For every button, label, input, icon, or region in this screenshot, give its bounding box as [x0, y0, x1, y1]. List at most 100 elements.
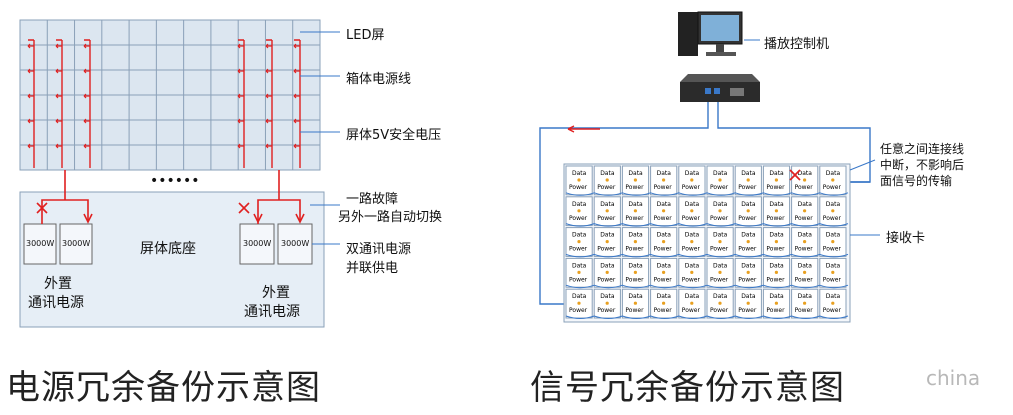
card-data-label: Data [572, 170, 587, 177]
caption-signal-redundancy: 信号冗余备份示意图 [530, 368, 845, 408]
card-data-label: Data [741, 232, 756, 239]
power-branch [293, 118, 300, 124]
card-power-label: Power [625, 215, 644, 222]
psu-arrow-left [83, 213, 93, 224]
card-led-dot [633, 301, 638, 305]
card-data-label: Data [798, 201, 813, 208]
chain-wire [565, 253, 849, 258]
power-branch [237, 68, 244, 74]
card-data-label: Data [769, 201, 784, 208]
card-data-label: Data [769, 170, 784, 177]
card-power-label: Power [795, 276, 814, 283]
card-data-label: Data [713, 262, 728, 269]
card-led-dot [633, 209, 638, 213]
card-power-label: Power [738, 184, 757, 191]
card-power-label: Power [823, 246, 842, 253]
card-data-label: Data [657, 170, 672, 177]
receiver-chain-wires [565, 192, 849, 319]
psu-box-2 [59, 223, 93, 265]
led-cabinet-grid [20, 20, 320, 170]
label-fault-1: 一路故障 [346, 192, 399, 207]
card-data-label: Data [685, 293, 700, 300]
card-power-label: Power [766, 246, 785, 253]
card-power-label: Power [569, 215, 588, 222]
card-power-label: Power [795, 246, 814, 253]
card-led-dot [662, 178, 666, 182]
chain-wire [565, 284, 849, 289]
power-branch [83, 43, 90, 49]
psu-feed-wires [41, 170, 301, 224]
card-power-label: Power [823, 307, 842, 314]
card-power-label: Power [597, 276, 616, 283]
card-led-dot [662, 209, 666, 213]
label-ext-psu-right-1: 外置 [262, 285, 290, 301]
card-power-label: Power [795, 307, 814, 314]
power-branch [265, 68, 272, 74]
break-leader [849, 159, 876, 171]
card-led-dot [718, 301, 722, 305]
card-data-label: Data [798, 262, 813, 269]
card-power-label: Power [654, 246, 673, 253]
card-led-dot [746, 178, 750, 182]
power-branch [265, 43, 272, 49]
card-power-label: Power [738, 215, 757, 222]
label-5v-voltage: 屏体5V安全电压 [346, 128, 442, 143]
label-ext-psu-left-2: 通讯电源 [28, 295, 84, 311]
card-data-label: Data [713, 201, 728, 208]
psu-label-4: 3000W [281, 239, 309, 248]
card-led-dot [605, 270, 609, 274]
card-power-label: Power [710, 246, 729, 253]
power-branch [237, 143, 244, 149]
card-power-label: Power [682, 276, 701, 283]
card-led-dot [831, 301, 835, 305]
card-power-label: Power [597, 307, 616, 314]
fault-x-mark-right [238, 202, 250, 214]
label-ext-psu-right-2: 通讯电源 [244, 304, 300, 320]
label-dual-2: 并联供电 [346, 261, 399, 276]
signal-red-arrow [567, 125, 600, 133]
power-branch [55, 118, 62, 124]
card-data-label: Data [798, 293, 813, 300]
card-power-label: Power [710, 215, 729, 222]
card-led-dot [746, 301, 750, 305]
card-data-label: Data [741, 170, 756, 177]
card-power-label: Power [766, 215, 785, 222]
card-power-label: Power [766, 276, 785, 283]
power-branch [265, 118, 272, 124]
chain-wire [565, 315, 849, 319]
card-led-dot [746, 209, 750, 213]
power-branch [27, 68, 34, 74]
chain-wire [565, 223, 849, 227]
card-led-dot [662, 270, 666, 274]
card-led-dot [605, 209, 609, 213]
psu-label-1: 3000W [26, 239, 54, 248]
card-data-label: Data [657, 232, 672, 239]
card-led-dot [577, 209, 581, 213]
card-data-label: Data [685, 170, 700, 177]
card-data-label: Data [713, 232, 728, 239]
card-power-label: Power [597, 215, 616, 222]
card-power-label: Power [823, 184, 842, 191]
label-screen-base: 屏体底座 [140, 241, 196, 257]
sending-box-icon [680, 74, 760, 102]
label-ext-psu-left-1: 外置 [44, 276, 72, 292]
power-branch [293, 93, 300, 99]
card-power-label: Power [738, 276, 757, 283]
card-data-label: Data [769, 293, 784, 300]
receiver-card-grid: DataPowerDataPowerDataPowerDataPowerData… [565, 165, 847, 319]
power-branch [27, 143, 34, 149]
label-break-2: 中断，不影响后 [880, 158, 965, 172]
label-cabinet-cable: 箱体电源线 [346, 72, 412, 87]
card-led-dot [690, 209, 694, 213]
receiver-card [734, 288, 762, 319]
card-data-label: Data [572, 232, 587, 239]
break-x-mark [789, 169, 801, 181]
card-led-dot [746, 240, 750, 244]
power-branch [55, 68, 62, 74]
card-led-dot [633, 270, 638, 274]
card-power-label: Power [569, 246, 588, 253]
power-trunk [266, 39, 273, 168]
card-led-dot [774, 270, 779, 274]
card-led-dot [718, 270, 722, 274]
card-led-dot [774, 240, 779, 244]
